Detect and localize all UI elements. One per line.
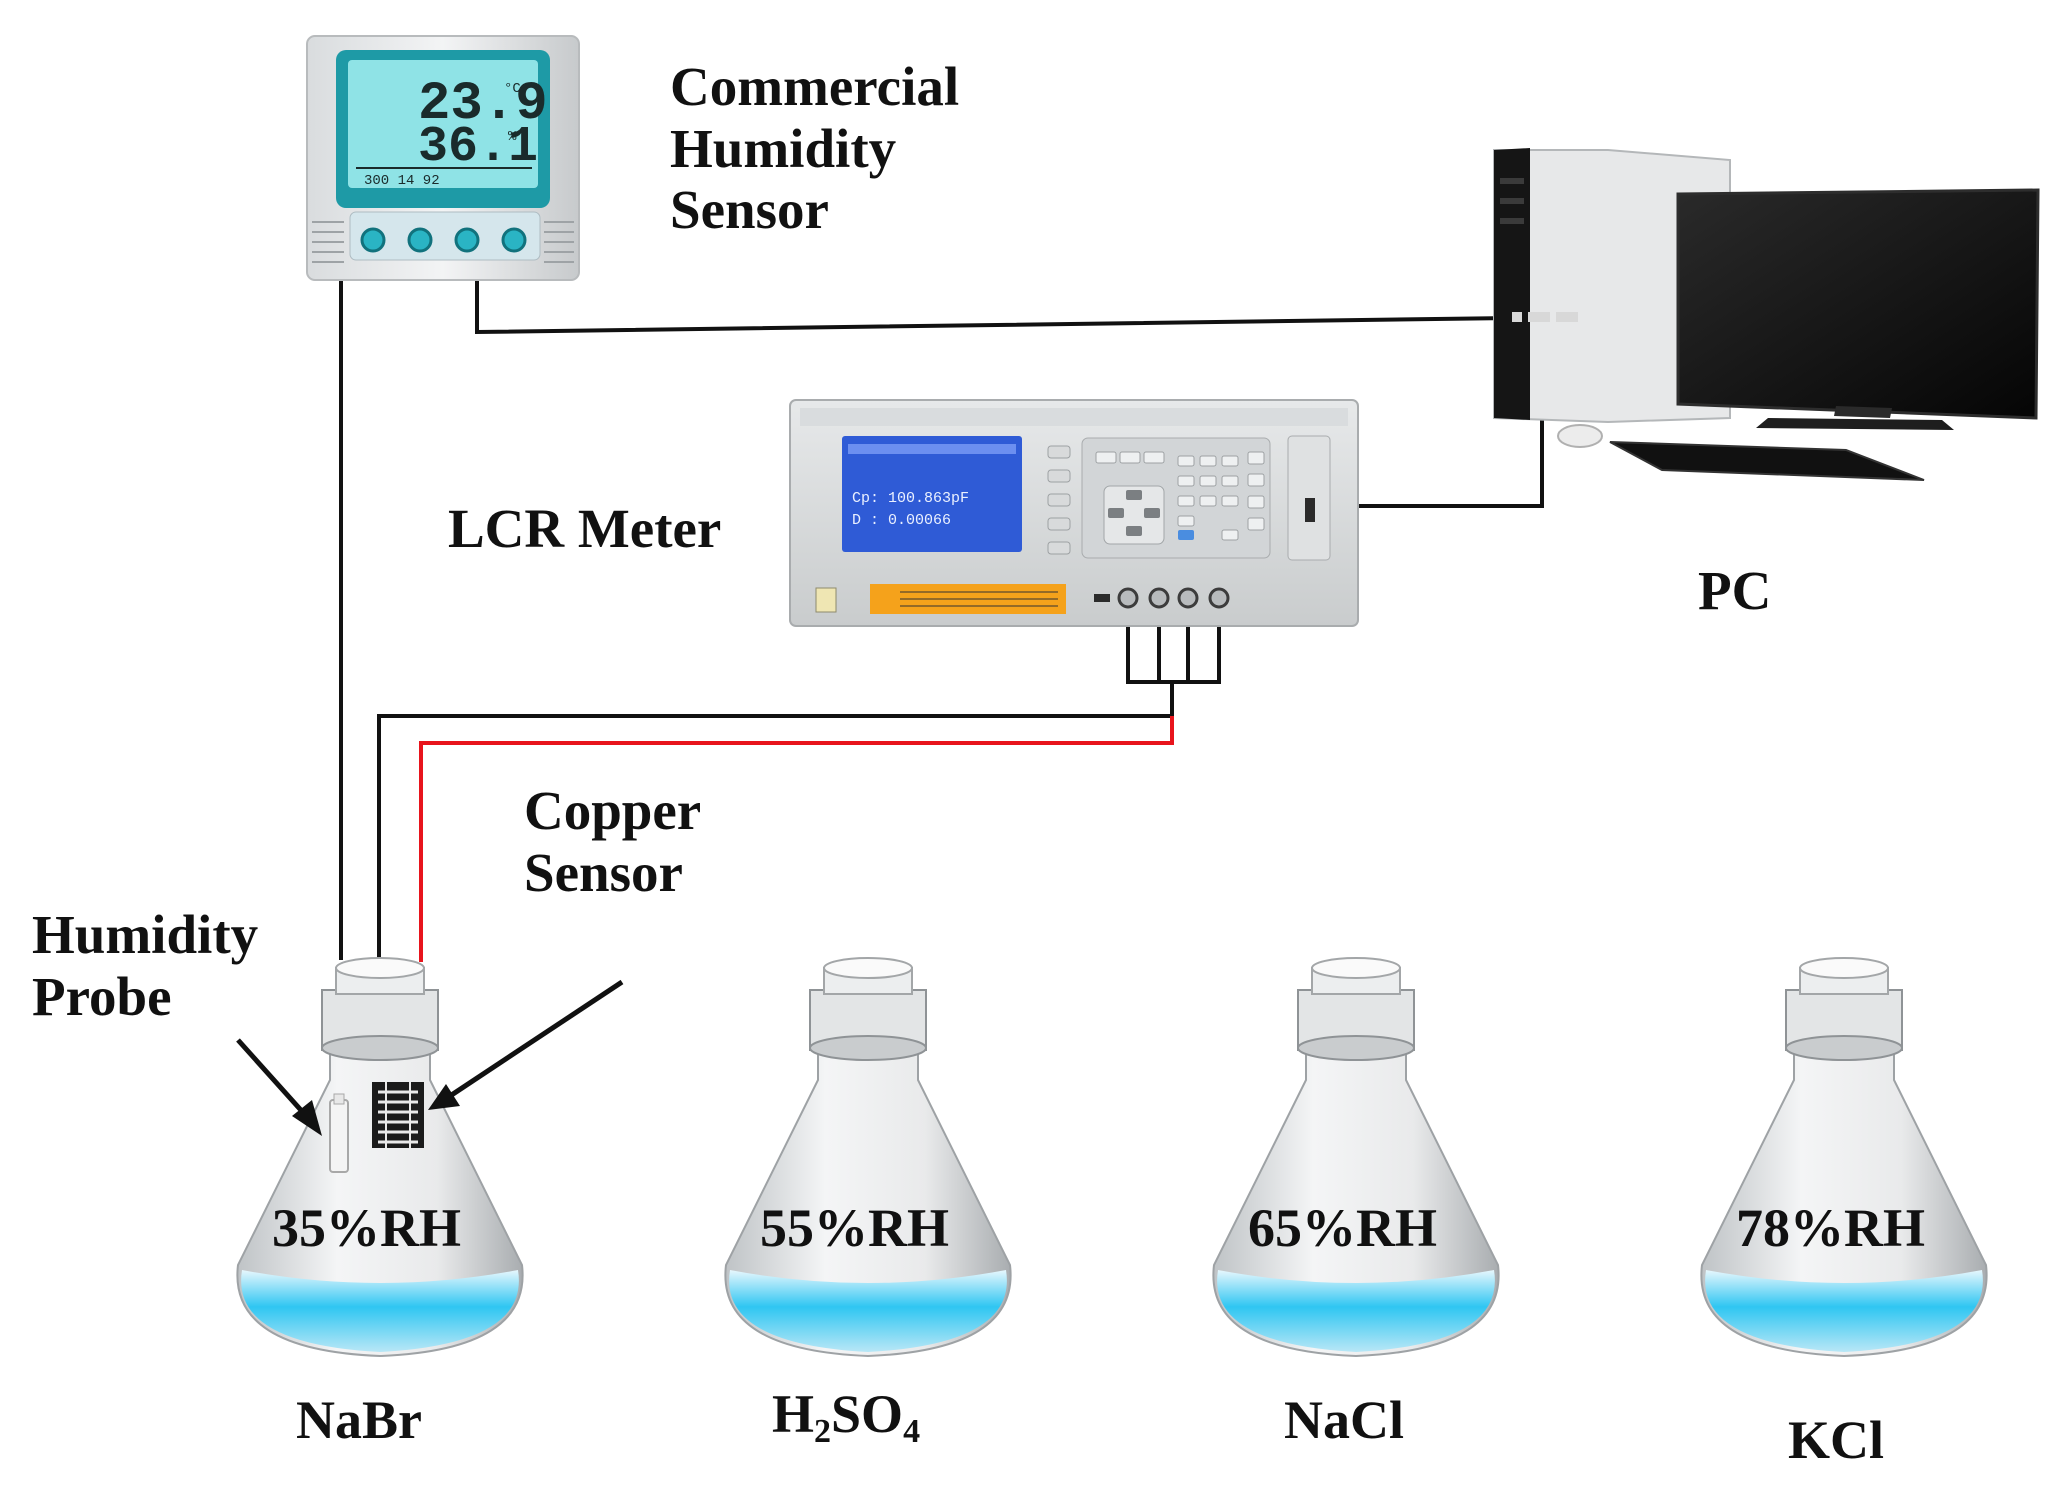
lcr-terminals <box>1117 587 1230 609</box>
flask-rim <box>321 1035 439 1061</box>
flask-body <box>1700 1039 1988 1358</box>
pc-label: PC <box>1698 560 1772 621</box>
flask-stopper-top <box>1311 957 1401 979</box>
wire-lcr-red-lead <box>419 716 1174 962</box>
lcr-meter-label: LCR Meter <box>448 498 722 559</box>
flask-liquid <box>729 1270 1007 1352</box>
salt-label: H2SO4 <box>772 1384 920 1451</box>
pc-keyboard <box>1609 441 1925 481</box>
wire-lcr-to-pc <box>1358 418 1544 508</box>
flask-liquid <box>1705 1270 1983 1352</box>
lcr-cp-readout: Cp: 100.863pF <box>852 490 969 507</box>
salt-label-so: SO <box>831 1384 904 1444</box>
probe-arrow <box>236 1038 310 1120</box>
pc-monitor <box>1676 188 2040 430</box>
lcr-keypad <box>1095 451 1265 541</box>
flask-rh-label: 78%RH <box>1736 1198 1925 1258</box>
pointer-arrows <box>236 979 624 1136</box>
commercial-sensor-label: Commercial Humidity Sensor <box>670 56 959 241</box>
copper-arrow <box>448 979 624 1099</box>
hygrometer-buttons <box>360 227 527 253</box>
flask-1 <box>236 957 524 1358</box>
flask-rh-label: 65%RH <box>1248 1198 1437 1258</box>
pc-tower <box>1493 148 1731 424</box>
salt-label-h: H <box>772 1384 815 1444</box>
flask-rim <box>809 1035 927 1061</box>
pc <box>1493 148 2040 481</box>
copper-sensor-label-line1: Copper <box>524 780 702 841</box>
probe-arrowhead <box>292 1100 322 1136</box>
wire-lcr-black-lead <box>377 682 1174 962</box>
flask-stopper-top <box>1799 957 1889 979</box>
wire-hygrometer-to-pc <box>475 275 1513 335</box>
hygrometer-temperature: 23.9 <box>418 74 548 135</box>
flask-liquid <box>241 1270 519 1352</box>
lcr-screen <box>842 436 1022 552</box>
humidity-probe-label: Humidity Probe <box>32 904 258 1027</box>
copper-sensor-label: Copper Sensor <box>524 780 701 903</box>
salt-label-sub-4: 4 <box>903 1413 921 1450</box>
flasks <box>236 957 1988 1358</box>
commercial-sensor-label-line3: Sensor <box>670 179 829 241</box>
humidity-probe <box>329 1093 349 1173</box>
flask-3 <box>1212 957 1500 1358</box>
lcr-arrow-keys <box>1103 485 1165 545</box>
lcr-meter: Cp: 100.863pF D : 0.00066 <box>789 399 1359 627</box>
flask-rh-label: 35%RH <box>272 1198 461 1258</box>
flask-body <box>1212 1039 1500 1358</box>
hygrometer-lcd <box>348 60 538 188</box>
commercial-sensor-label-line1: Commercial <box>670 56 960 117</box>
flask-body <box>724 1039 1012 1358</box>
salt-label-sub-2: 2 <box>814 1413 832 1450</box>
flask-rim <box>1785 1035 1903 1061</box>
commercial-sensor-label-line2: Humidity <box>670 117 897 179</box>
hygrometer-vents <box>312 221 574 263</box>
hygrometer-status-line: 300 14 92 <box>364 173 440 189</box>
flask-4 <box>1700 957 1988 1358</box>
humidity-probe-label-line2: Probe <box>32 965 172 1027</box>
hygrometer-temperature-unit: °C <box>504 81 521 97</box>
salt-label: KCl <box>1788 1410 1885 1470</box>
lcr-side-buttons <box>1047 445 1071 555</box>
flask-body <box>236 1039 524 1358</box>
flask-2 <box>724 957 1012 1358</box>
flask-rh-label: 55%RH <box>760 1198 949 1258</box>
humidity-probe-label-line1: Humidity <box>32 904 259 965</box>
flask-stopper-top <box>335 957 425 979</box>
flask-stopper-top <box>823 957 913 979</box>
hygrometer-humidity: 36.1 <box>418 119 538 176</box>
salt-label: NaCl <box>1284 1390 1404 1450</box>
salt-label: NaBr <box>296 1390 422 1450</box>
flask-liquid <box>1217 1270 1495 1352</box>
commercial-humidity-sensor: 23.9 °C 36.1 % 300 14 92 <box>306 35 580 281</box>
copper-sensor <box>372 1082 424 1148</box>
copper-arrowhead <box>428 1084 460 1110</box>
hygrometer-humidity-unit: % <box>508 129 517 145</box>
flask-rim <box>1297 1035 1415 1061</box>
copper-sensor-label-line2: Sensor <box>524 841 683 903</box>
pc-mouse <box>1557 424 1603 448</box>
lcr-d-readout: D : 0.00066 <box>852 512 951 529</box>
